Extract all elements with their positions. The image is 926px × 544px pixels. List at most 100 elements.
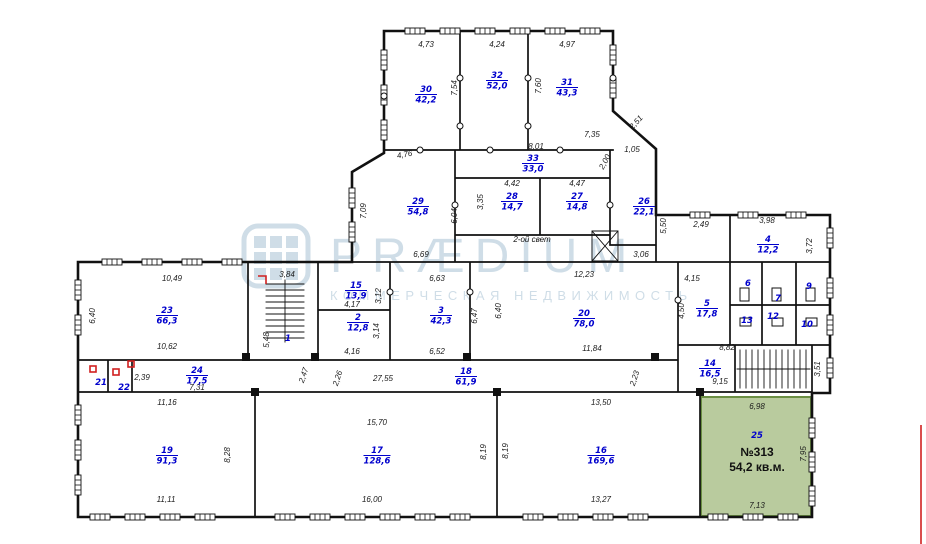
- room-number: 12: [767, 312, 779, 322]
- room-label-10: 10: [801, 320, 813, 330]
- room-number: 7: [775, 294, 781, 304]
- dimension-label: 6,04: [450, 208, 459, 224]
- watermark-logo-icon: [241, 223, 311, 289]
- dimension-label: 4,47: [569, 179, 585, 188]
- room-number: 25: [751, 431, 763, 441]
- room-area: 17,5: [187, 377, 208, 387]
- room-number: 18: [460, 367, 472, 377]
- dimension-label: 8,19: [479, 444, 488, 460]
- dimension-label: 7,95: [799, 446, 808, 462]
- room-label-1: 1: [285, 334, 291, 344]
- dimension-label: 7,13: [749, 501, 765, 510]
- room-label-3: 342,3: [430, 306, 452, 327]
- room-number: 26: [638, 197, 650, 207]
- room-number: 15: [350, 281, 362, 291]
- room-number: 4: [764, 235, 771, 245]
- dimension-label: 11,11: [157, 495, 176, 504]
- dimension-label: 4,76: [396, 149, 413, 161]
- dimension-label: 13,27: [591, 495, 612, 504]
- room-number: 3: [438, 306, 444, 316]
- room-number: 5: [704, 299, 710, 309]
- room-area: 52,0: [487, 82, 508, 92]
- dimension-label: 2,47: [297, 366, 311, 385]
- dimension-label: 3,14: [372, 323, 381, 339]
- room-number: 14: [704, 359, 716, 369]
- shaft: [591, 230, 619, 262]
- dimension-label: 7,60: [534, 78, 543, 94]
- dimension-label: 16,00: [362, 495, 383, 504]
- room-area: 169,6: [588, 457, 615, 467]
- dimension-label: 2,51: [627, 114, 645, 132]
- dimension-label: 6,69: [413, 250, 429, 259]
- highlight-room-title: №313: [740, 445, 774, 459]
- dimension-label: 4,16: [344, 347, 360, 356]
- room-label-5: 517,8: [696, 299, 718, 320]
- room-number: 22: [118, 383, 130, 393]
- room-number: 27: [571, 192, 583, 202]
- room-number: 24: [191, 366, 203, 376]
- room-number: 19: [161, 446, 173, 456]
- dimension-label: 5,50: [659, 218, 668, 234]
- room-number: 28: [506, 192, 518, 202]
- dimension-label: 1,05: [624, 145, 640, 154]
- staircase-left: [265, 279, 305, 343]
- dimension-label: 4,97: [559, 40, 575, 49]
- watermark-brand: PRÆDIUM: [330, 230, 637, 283]
- dimension-label: 4,24: [489, 40, 505, 49]
- red-marks-layer: [89, 275, 922, 544]
- toilet-fixtures: [739, 287, 818, 327]
- room-label-2: 212,8: [347, 313, 369, 334]
- dimension-label: 7,35: [584, 130, 600, 139]
- room-number: 32: [491, 71, 503, 81]
- room-area: 78,0: [574, 320, 595, 330]
- second-light-note: 2-ой свет: [512, 235, 551, 244]
- room-area: 43,3: [556, 89, 578, 99]
- dimension-label: 7,09: [359, 203, 368, 219]
- room-number: 10: [801, 320, 813, 330]
- dimension-label: 3,35: [476, 194, 485, 210]
- dimension-label: 11,16: [157, 398, 177, 407]
- dimension-label: 3,12: [374, 288, 383, 304]
- dimension-label: 11,84: [582, 344, 602, 353]
- dimension-label: 27,55: [372, 374, 394, 383]
- dimension-label: 9,15: [712, 377, 728, 386]
- room-number: 9: [806, 282, 812, 292]
- room-number: 6: [745, 279, 751, 289]
- room-area: 61,9: [456, 378, 477, 388]
- dimension-label: 3,98: [759, 216, 775, 225]
- dimension-label: 12,23: [574, 270, 595, 279]
- room-number: 13: [741, 316, 753, 326]
- dimension-label: 3,72: [805, 238, 814, 254]
- dimension-label: 15,70: [367, 418, 388, 427]
- room-number: 23: [161, 306, 173, 316]
- room-number: 21: [95, 378, 107, 388]
- room-area: 17,8: [697, 310, 718, 320]
- room-number: 16: [595, 446, 607, 456]
- room-area: 22,1: [634, 208, 655, 218]
- room-label-7: 7: [775, 294, 781, 304]
- dimension-label: 6,52: [429, 347, 445, 356]
- dimension-label: 2,26: [331, 369, 345, 388]
- room-area: 66,3: [157, 317, 178, 327]
- dimension-label: 6,40: [494, 303, 503, 319]
- dimension-label: 10,49: [162, 274, 183, 283]
- room-area: 16,5: [700, 370, 721, 380]
- room-number: 17: [371, 446, 383, 456]
- dimension-label: 3,06: [633, 250, 649, 259]
- room-area: 33,0: [523, 165, 544, 175]
